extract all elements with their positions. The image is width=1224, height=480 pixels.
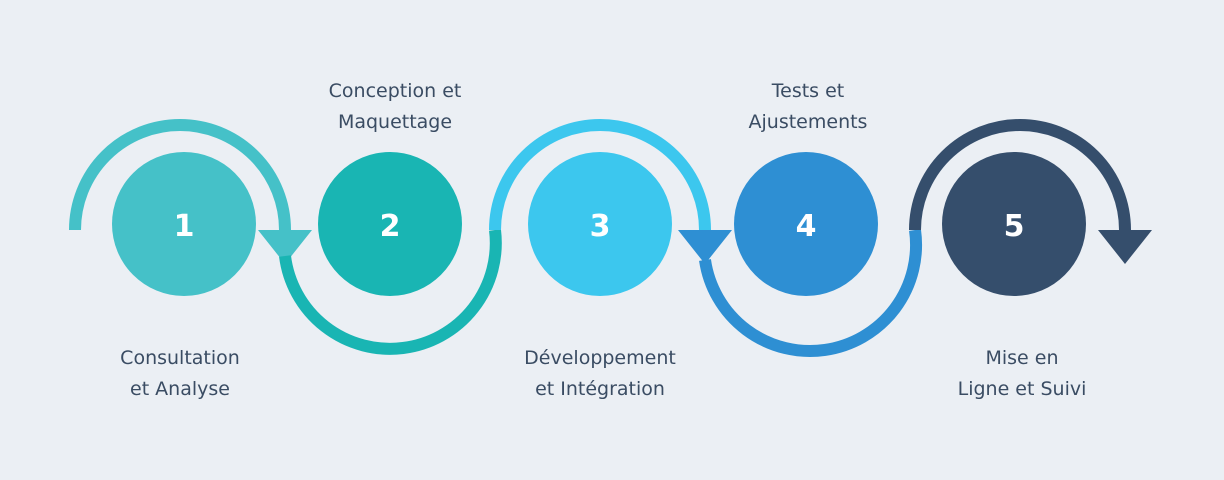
step-5-number: 5 bbox=[1004, 209, 1025, 244]
step-2-label: Conception et Maquettage bbox=[285, 76, 505, 138]
step-1-number: 1 bbox=[174, 209, 195, 244]
step-3-arc bbox=[489, 119, 711, 231]
step-2-number: 2 bbox=[380, 209, 401, 244]
step-3-number: 3 bbox=[590, 209, 611, 244]
step-4-label-line-1: Tests et bbox=[771, 80, 845, 102]
step-4-arc bbox=[699, 229, 923, 358]
step-1-arrow-icon bbox=[258, 230, 312, 264]
step-4-number: 4 bbox=[796, 209, 817, 244]
step-4-arrow-icon bbox=[678, 230, 732, 264]
step-2-label-line-1: Conception et bbox=[328, 80, 462, 102]
step-5-label-line-1: Mise en bbox=[985, 347, 1059, 369]
step-3-label-line-2: et Intégration bbox=[535, 378, 665, 400]
step-3-label: Développement et Intégration bbox=[490, 343, 710, 405]
step-4-label: Tests et Ajustements bbox=[698, 76, 918, 138]
step-2-arc bbox=[279, 229, 502, 355]
step-5-label-line-2: Ligne et Suivi bbox=[957, 378, 1087, 400]
step-1-label: Consultation et Analyse bbox=[70, 343, 290, 405]
step-4-label-line-2: Ajustements bbox=[748, 111, 868, 133]
step-1-label-line-2: et Analyse bbox=[130, 378, 230, 400]
step-4-circle bbox=[734, 152, 878, 296]
step-5-arrow-icon bbox=[1098, 230, 1152, 264]
step-3-circle bbox=[528, 152, 672, 296]
step-5-circle bbox=[942, 152, 1086, 296]
step-1-arc bbox=[69, 119, 291, 231]
step-1-label-line-1: Consultation bbox=[120, 347, 240, 369]
step-2-label-line-2: Maquettage bbox=[337, 111, 453, 133]
step-5-label: Mise en Ligne et Suivi bbox=[912, 343, 1132, 405]
step-2-circle bbox=[318, 152, 462, 296]
step-1-circle bbox=[112, 152, 256, 296]
step-3-label-line-1: Développement bbox=[524, 347, 676, 369]
step-5-arc bbox=[909, 119, 1131, 231]
